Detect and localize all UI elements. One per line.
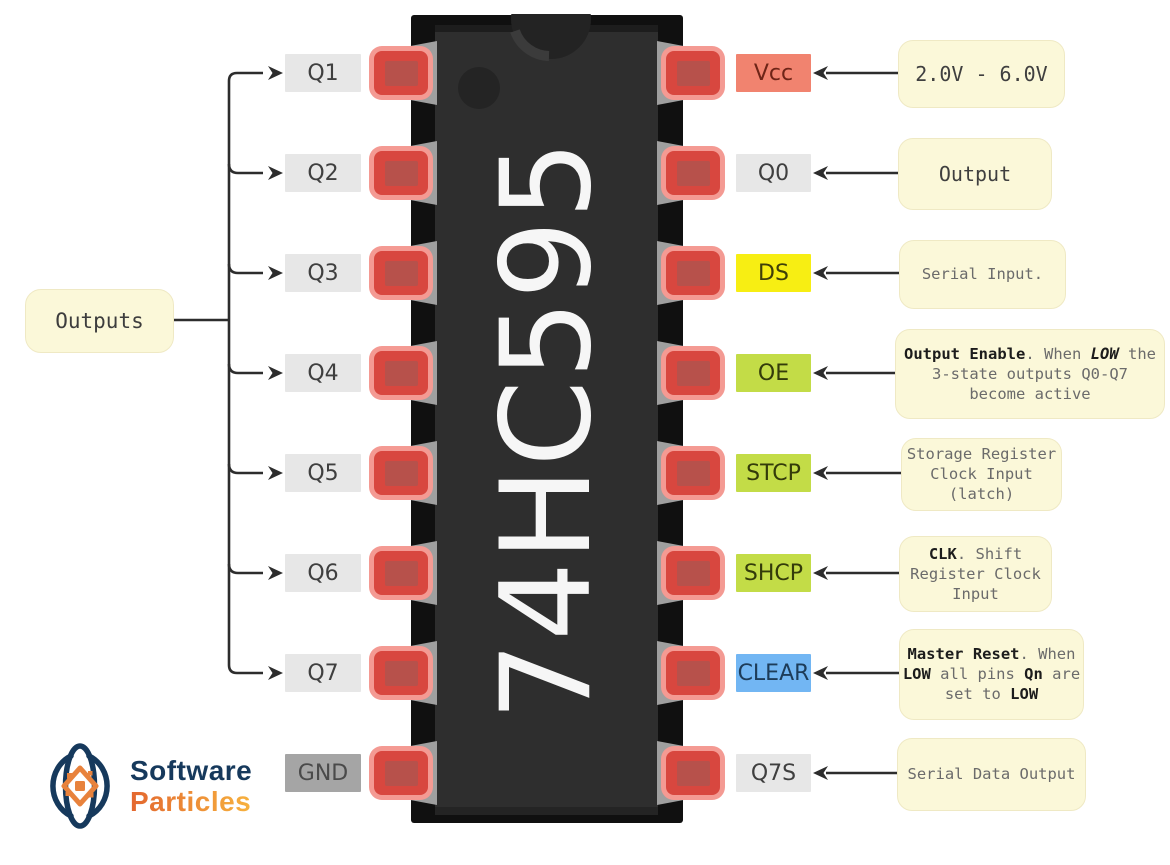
pin-pad <box>666 251 720 295</box>
pin-label-shcp: SHCP <box>736 554 811 592</box>
desc-line: CLK. Shift <box>928 545 1023 563</box>
pin-pad <box>666 51 720 95</box>
pin-pad-inner <box>676 160 710 186</box>
pin-pad-inner <box>676 60 710 86</box>
pin-label-vcc: Vcc <box>736 54 811 92</box>
brand-name-line2: Particles <box>130 786 252 817</box>
pin-pad <box>666 751 720 795</box>
desc-line: Master Reset. When <box>907 645 1076 663</box>
desc-line: 2.0V - 6.0V <box>915 62 1048 86</box>
desc-line: Storage Register <box>906 445 1057 463</box>
pin-pad-inner <box>384 460 418 486</box>
pin-pad <box>374 751 428 795</box>
pin-pad-inner <box>384 360 418 386</box>
pin-pad <box>374 551 428 595</box>
desc-line: Clock Input <box>930 465 1033 483</box>
pin-pad-inner <box>676 560 710 586</box>
pin-pad-inner <box>384 760 418 786</box>
pin-pad-inner <box>676 760 710 786</box>
chip-part-number: 74HC595 <box>475 139 619 721</box>
pin-pad-inner <box>384 60 418 86</box>
pin-pad <box>666 551 720 595</box>
pin-pad-inner <box>676 460 710 486</box>
desc-line: Output <box>938 162 1012 186</box>
pin-label-oe: OE <box>736 354 811 392</box>
pin-label-q2: Q2 <box>285 154 361 192</box>
desc-line: Input <box>952 585 999 603</box>
brand-name: Software Particles <box>130 755 252 817</box>
pin-label-q1: Q1 <box>285 54 361 92</box>
pin-pad-inner <box>676 360 710 386</box>
desc-line: LOW all pins Qn are <box>902 665 1081 683</box>
desc-box-oe: Output Enable. When LOW the 3-state outpu… <box>895 329 1165 419</box>
pin-pad <box>374 451 428 495</box>
pin1-dot-icon <box>458 67 500 109</box>
desc-box-vcc: 2.0V - 6.0V <box>898 40 1065 108</box>
desc-box-ds: Serial Input. <box>899 239 1066 309</box>
desc-box-q7s: Serial Data Output <box>897 737 1086 811</box>
pin-pad <box>374 151 428 195</box>
pin-pad-inner <box>676 660 710 686</box>
pin-label-q6: Q6 <box>285 554 361 592</box>
desc-line: set to LOW <box>944 685 1039 703</box>
pin-label-q7: Q7 <box>285 654 361 692</box>
desc-line: 3-state outputs Q0-Q7 <box>932 365 1128 383</box>
chip-notch-icon <box>510 14 591 61</box>
desc-line: become active <box>969 385 1091 403</box>
pin-pad-inner <box>384 660 418 686</box>
pin-pad <box>666 451 720 495</box>
pin-label-stcp: STCP <box>736 454 811 492</box>
pin-label-q4: Q4 <box>285 354 361 392</box>
pin-label-gnd: GND <box>285 754 361 792</box>
pin-pad <box>374 51 428 95</box>
pin-pad <box>374 251 428 295</box>
desc-line: (latch) <box>948 485 1015 503</box>
pin-pad-inner <box>384 160 418 186</box>
pin-pad <box>374 651 428 695</box>
pin-label-q7s: Q7S <box>736 754 811 792</box>
pin-label-q0: Q0 <box>736 154 811 192</box>
pin-label-q5: Q5 <box>285 454 361 492</box>
pin-pad <box>666 651 720 695</box>
pin-pad-inner <box>384 260 418 286</box>
desc-line: Serial Data Output <box>907 765 1076 783</box>
pin-label-ds: DS <box>736 254 811 292</box>
outputs-group-label: Outputs <box>55 309 144 333</box>
pin-label-q3: Q3 <box>285 254 361 292</box>
atom-logo-icon <box>50 743 110 829</box>
pin-pad <box>666 151 720 195</box>
pin-label-clear: CLEAR <box>736 654 811 692</box>
ic-chip-body <box>435 25 658 815</box>
desc-line: Serial Input. <box>921 265 1044 283</box>
desc-line: Register Clock <box>910 565 1041 583</box>
brand-logo: Software Particles <box>38 740 252 832</box>
desc-line: Output Enable. When LOW the <box>904 345 1156 363</box>
pin-pad-inner <box>384 560 418 586</box>
pin-pad <box>374 351 428 395</box>
pin-pad-inner <box>676 260 710 286</box>
pin-pad <box>666 351 720 395</box>
brand-name-line1: Software <box>130 755 253 786</box>
outputs-group-box: Outputs <box>25 289 174 353</box>
desc-box-q0: Output <box>898 138 1052 210</box>
